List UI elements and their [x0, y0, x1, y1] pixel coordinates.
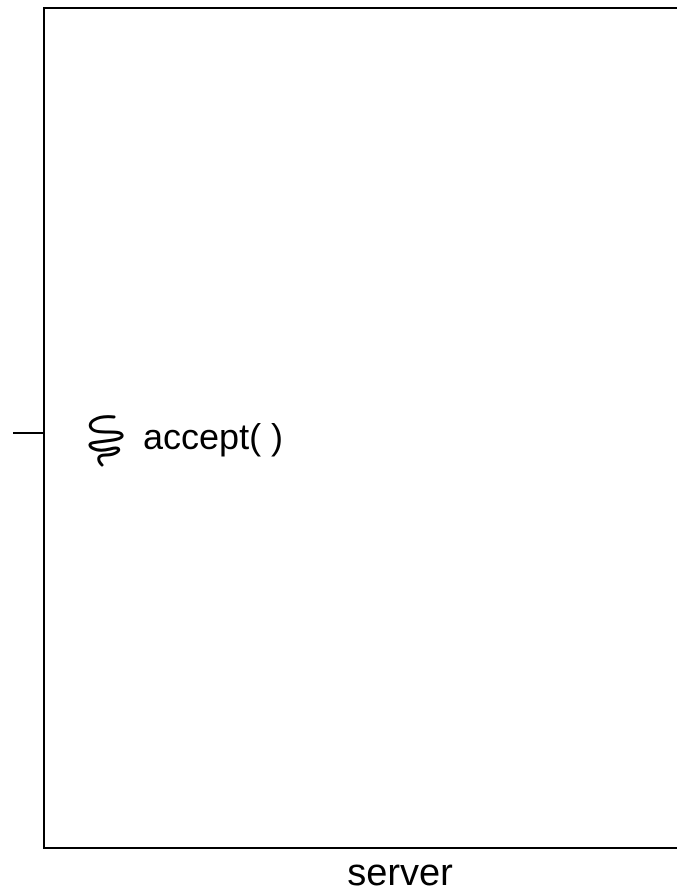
- server-box: [43, 7, 677, 849]
- port-connector-line: [13, 432, 44, 434]
- accept-call-label: accept( ): [143, 416, 284, 457]
- thread-squiggle-icon: [88, 415, 124, 467]
- server-box-caption: server: [347, 852, 453, 894]
